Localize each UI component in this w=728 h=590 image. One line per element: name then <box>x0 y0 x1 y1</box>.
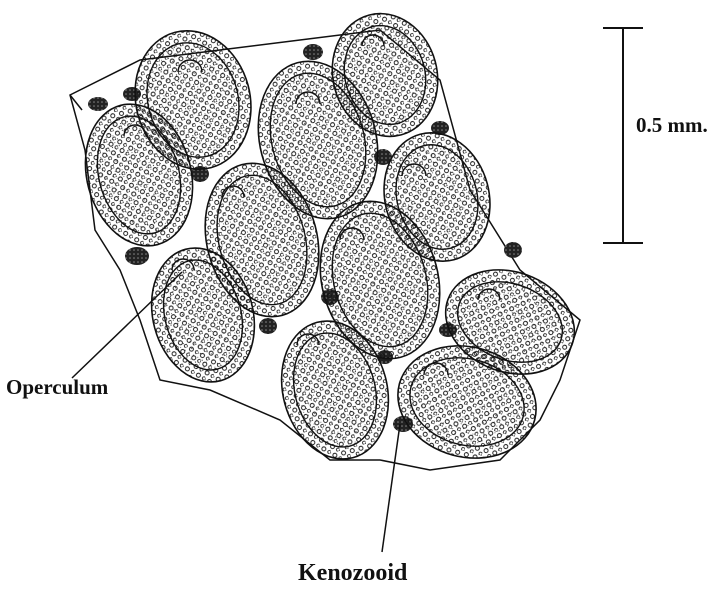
operculum-label: Operculum <box>6 375 108 400</box>
scale-bar-label: 0.5 mm. <box>636 113 708 138</box>
kenozooid-label: Kenozooid <box>298 560 407 587</box>
